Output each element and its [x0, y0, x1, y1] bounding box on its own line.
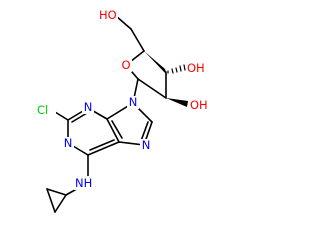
hash-bond-c3-o3 — [167, 64, 186, 74]
bond-c4-c5-double — [111, 120, 123, 139]
atom-label-n9: N — [129, 95, 138, 109]
atom-label-n3: N — [84, 100, 93, 114]
bond-c8-n7-double — [140, 121, 149, 142]
atom-label-n7: N — [142, 138, 151, 152]
bond-c5-c4 — [130, 28, 145, 52]
bond-cp2-cp3 — [46, 188, 56, 213]
atom-label-cl: Cl — [37, 103, 48, 117]
molecule-structure: HO OH OH O N N N N Cl NH — [36, 7, 209, 213]
bond-n7-c5 — [118, 141, 145, 146]
atom-label-ring-oxygen: O — [121, 58, 130, 72]
atom-label-nh: NH — [75, 176, 92, 190]
atom-label-oh-3prime: OH — [187, 61, 205, 75]
bond-cp1-cp3 — [54, 194, 67, 213]
stereo-bonds — [144, 51, 188, 107]
atom-label-n1: N — [64, 136, 73, 150]
bond-n3-c2-double — [71, 112, 88, 123]
wedge-bond-c4-c3 — [144, 51, 167, 75]
atom-label-ho-5prime: HO — [99, 8, 117, 22]
atom-label-oh-2prime: OH — [190, 98, 208, 112]
atom-labels: HO OH OH O N N N N Cl NH — [36, 7, 209, 190]
bond-cp1-cp2 — [46, 188, 67, 196]
wedge-bond-c2-o2 — [166, 98, 188, 107]
bonds — [46, 15, 167, 213]
bond-c4-c5 — [106, 118, 120, 143]
bond-c2-c1 — [137, 78, 167, 99]
bond-o5-c5 — [115, 15, 132, 30]
bond-c6-c5 — [87, 141, 120, 156]
bond-c2-cl — [54, 111, 69, 121]
bond-c6-c5-double — [89, 139, 115, 151]
